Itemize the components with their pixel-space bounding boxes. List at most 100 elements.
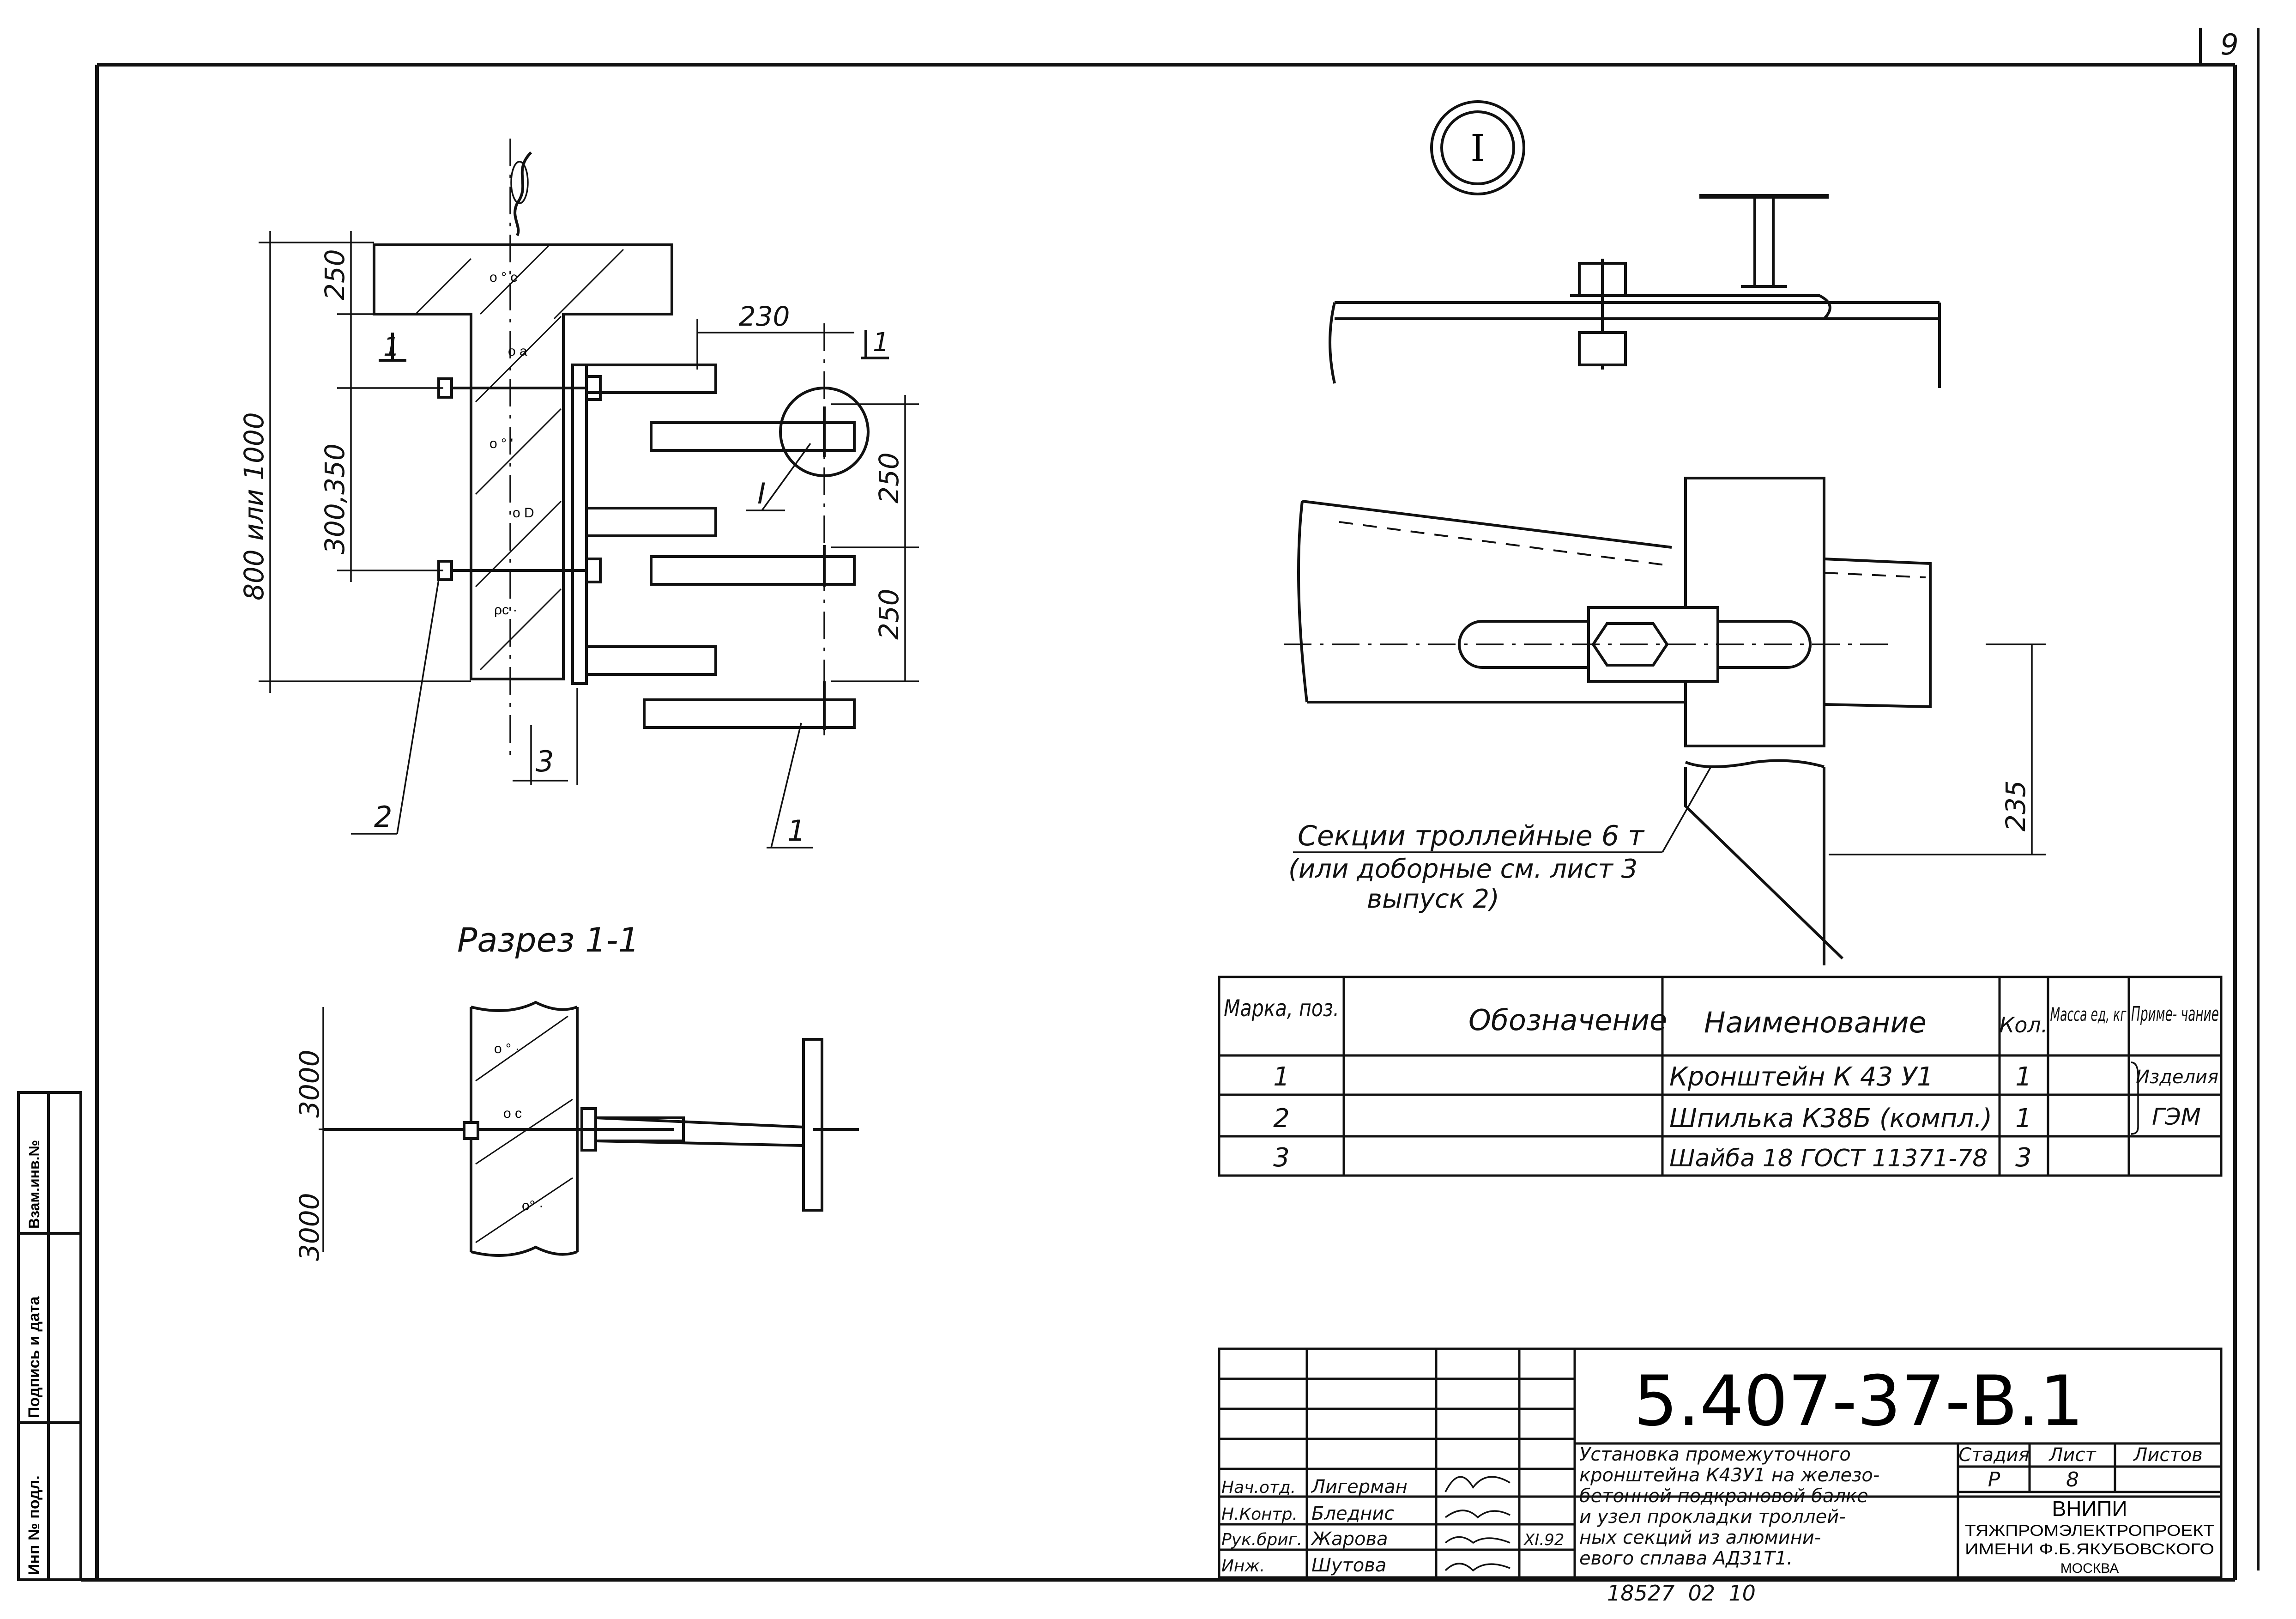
stamp-signature-date: Подпись и дата	[25, 1296, 43, 1418]
section-title: Разрез 1-1	[457, 921, 640, 959]
dim-overall: 800 или 1000	[238, 412, 270, 600]
dim-lower-pitch: 250	[873, 588, 905, 640]
front-dimensions	[259, 231, 919, 785]
spec-cell-note: ГЭМ	[2152, 1104, 2201, 1130]
org-line-1: ВНИПИ	[2052, 1497, 2127, 1521]
detail-top-view	[1329, 194, 1941, 388]
signer-name: Лигерман	[1311, 1476, 1408, 1498]
spec-cell-mark: 1	[1273, 1062, 1290, 1092]
callout-3: 3	[536, 745, 554, 778]
spec-table: Марка, поз. Обозначение Наименование Кол…	[1218, 976, 2223, 1177]
header-sheet: Лист	[2048, 1444, 2097, 1466]
title-desc-line: бетонной подкрановой балке	[1579, 1486, 1868, 1507]
org-line-2: ТЯЖПРОМЭЛЕКТРОПРОЕКТ	[1965, 1522, 2214, 1540]
detail-note-1: Секции троллейные 6 т	[1298, 820, 1645, 852]
spec-cell-mark: 2	[1273, 1104, 1290, 1134]
callout-2: 2	[374, 800, 392, 834]
section-dim-bottom: 3000	[294, 1193, 325, 1261]
stage-value: Р	[1988, 1468, 2000, 1492]
spec-header-name: Наименование	[1704, 1006, 1927, 1039]
dim-upper-pitch: 250	[873, 452, 905, 503]
footer-note: 18527 02 10	[1607, 1581, 1756, 1606]
signature-mark	[1444, 1563, 1511, 1572]
org-line-3: ИМЕНИ Ф.Б.ЯКУБОВСКОГО	[1965, 1540, 2214, 1558]
org-line-4: МОСКВА	[2060, 1561, 2119, 1576]
spec-cell-name: Кронштейн К 43 У1	[1669, 1062, 1933, 1092]
concrete-hatch: o ° c o a o ° ' o D ρc ·	[415, 244, 624, 671]
sheet-frame	[81, 28, 2260, 1582]
signer-row: Рук.бриг. Жарова XI.92	[1221, 1528, 1564, 1550]
spec-cell-qty: 1	[2015, 1104, 2032, 1134]
detail-note-3: выпуск 2)	[1367, 884, 1499, 914]
signer-row: Н.Контр. Бледнис	[1221, 1503, 1511, 1524]
title-desc-line: кронштейна К43У1 на железо-	[1579, 1465, 1879, 1486]
signer-name: Жарова	[1310, 1528, 1388, 1550]
spec-cell-qty: 1	[2015, 1062, 2032, 1092]
title-desc-line: Установка промежуточного	[1579, 1444, 1851, 1465]
svg-text:o° ·: o° ·	[522, 1198, 544, 1213]
section-marker-right: 1	[861, 327, 889, 359]
signature-mark	[1444, 1510, 1511, 1519]
svg-text:o D: o D	[513, 505, 534, 521]
svg-text:1: 1	[873, 327, 889, 358]
svg-text:o c: o c	[503, 1106, 522, 1121]
svg-text:ρc ·: ρc ·	[494, 602, 517, 618]
dim-mid: 300,350	[319, 443, 350, 554]
spec-row: 1 Кронштейн К 43 У1 1 Изделия	[1273, 1062, 2218, 1092]
title-desc-line: евого сплава АД31Т1.	[1579, 1548, 1793, 1569]
signer-row: Инж. Шутова	[1221, 1555, 1511, 1576]
spec-row: 3 Шайба 18 ГОСТ 11371-78 3	[1273, 1143, 2032, 1173]
signer-date: XI.92	[1523, 1531, 1564, 1549]
callout-1: 1	[787, 814, 805, 848]
callout-detail: I	[757, 477, 766, 510]
detail-marker-label: I	[1470, 127, 1485, 170]
detail-dim: 235	[2000, 780, 2031, 831]
title-desc-line: и узел прокладки троллей-	[1579, 1506, 1846, 1528]
header-stage: Стадия	[1958, 1444, 2029, 1466]
svg-text:o ° ': o ° '	[489, 436, 513, 451]
signer-name: Шутова	[1311, 1555, 1386, 1576]
spec-header-mass: Масса ед, кг	[2050, 1004, 2127, 1025]
spec-header-qty: Кол.	[2000, 1013, 2048, 1037]
signer-role: Рук.бриг.	[1221, 1530, 1302, 1549]
spec-cell-qty: 3	[2015, 1143, 2032, 1173]
section-dim-top: 3000	[294, 1049, 325, 1118]
signer-role: Н.Контр.	[1221, 1505, 1298, 1524]
section-marker-left: 1	[379, 332, 406, 362]
svg-text:o ° c: o ° c	[489, 270, 517, 285]
spec-cell-note: Изделия	[2136, 1067, 2218, 1088]
spec-row: 2 Шпилька К38Б (компл.) 1 ГЭМ	[1273, 1104, 2201, 1134]
detail-side-view: 235 Секции троллейные 6 т (или доборные …	[1284, 477, 2046, 965]
title-desc-line: ных секций из алюмини-	[1579, 1527, 1821, 1548]
svg-text:o ° ·: o ° ·	[494, 1041, 520, 1056]
stamp-inv-number: Инп № подл.	[25, 1475, 43, 1575]
spec-header-mark: Марка, поз.	[1224, 995, 1339, 1022]
signer-role: Нач.отд.	[1221, 1478, 1296, 1497]
spec-header-note: Приме- чание	[2131, 1002, 2219, 1026]
signature-mark	[1444, 1536, 1511, 1544]
spec-cell-name: Шайба 18 ГОСТ 11371-78	[1669, 1145, 1988, 1172]
spec-cell-mark: 3	[1273, 1143, 1290, 1173]
signature-mark	[1444, 1476, 1511, 1492]
section-view: o ° · o c o° · 3000 3000	[294, 1001, 859, 1261]
header-sheets: Листов	[2133, 1444, 2202, 1466]
front-view: o ° c o a o ° ' o D ρc ·	[238, 139, 919, 849]
signer-row: Нач.отд. Лигерман	[1221, 1476, 1511, 1498]
doc-code: 5.407-37-В.1	[1634, 1361, 2084, 1442]
svg-text:1: 1	[383, 332, 400, 362]
spec-header-designation: Обозначение	[1468, 1003, 1667, 1037]
dim-offset: 230	[739, 301, 790, 332]
detail-note-2: (или доборные см. лист 3	[1288, 854, 1637, 884]
sheet-number: 9	[2220, 28, 2238, 61]
side-stamp: Инп № подл. Подпись и дата Взам.инв.№	[17, 1091, 82, 1581]
sheet-value: 8	[2066, 1468, 2079, 1492]
spec-cell-name: Шпилька К38Б (компл.)	[1669, 1104, 1992, 1134]
detail-marker: I	[1430, 100, 1525, 195]
title-block: 5.407-37-В.1 Установка промежуточного кр…	[1218, 1347, 2223, 1579]
signer-role: Инж.	[1221, 1557, 1265, 1576]
dim-flange: 250	[319, 249, 350, 300]
svg-text:o a: o a	[508, 344, 527, 359]
signer-name: Бледнис	[1311, 1503, 1394, 1524]
stamp-replace-inv: Взам.инв.№	[26, 1140, 42, 1229]
